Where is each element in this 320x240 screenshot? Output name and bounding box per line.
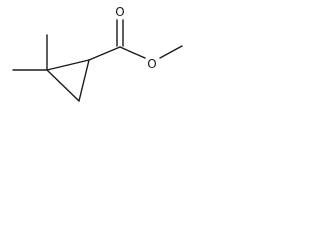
bond-methoxy bbox=[159, 45, 183, 59]
bond-ring-1 bbox=[46, 69, 80, 102]
ester-oxygen-label: O bbox=[147, 57, 156, 71]
bond-ring-3 bbox=[46, 59, 90, 71]
structural-formula: O O bbox=[12, 5, 183, 102]
bond-ring-carbonyl bbox=[88, 46, 121, 61]
bond-ring-2 bbox=[78, 59, 90, 102]
bond-ester-single bbox=[119, 46, 146, 59]
carbonyl-oxygen-label: O bbox=[115, 5, 124, 19]
